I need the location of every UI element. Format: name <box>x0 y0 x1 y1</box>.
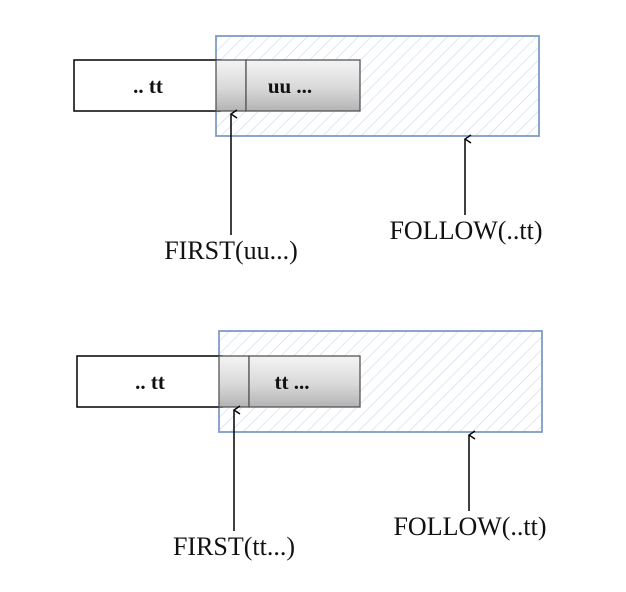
gray-box-label: uu ... <box>268 74 312 98</box>
left-box-label: .. tt <box>133 74 163 98</box>
diagram-top: .. tt uu ... FIRST(uu...) FOLLOW(..tt) <box>73 35 543 265</box>
first-label: FIRST(uu...) <box>164 236 298 265</box>
left-box <box>73 59 221 112</box>
first-label: FIRST(tt...) <box>173 532 295 561</box>
follow-label: FOLLOW(..tt) <box>393 512 546 541</box>
gray-small-box <box>218 355 250 408</box>
gray-small-box <box>215 59 247 112</box>
diagram-bottom: .. tt tt ... FIRST(tt...) FOLLOW(..tt) <box>76 330 547 561</box>
gray-box <box>245 59 361 112</box>
left-box-label: .. tt <box>135 370 165 394</box>
follow-label: FOLLOW(..tt) <box>389 216 542 245</box>
gray-box <box>248 355 361 408</box>
gray-box-label: tt ... <box>275 370 310 394</box>
